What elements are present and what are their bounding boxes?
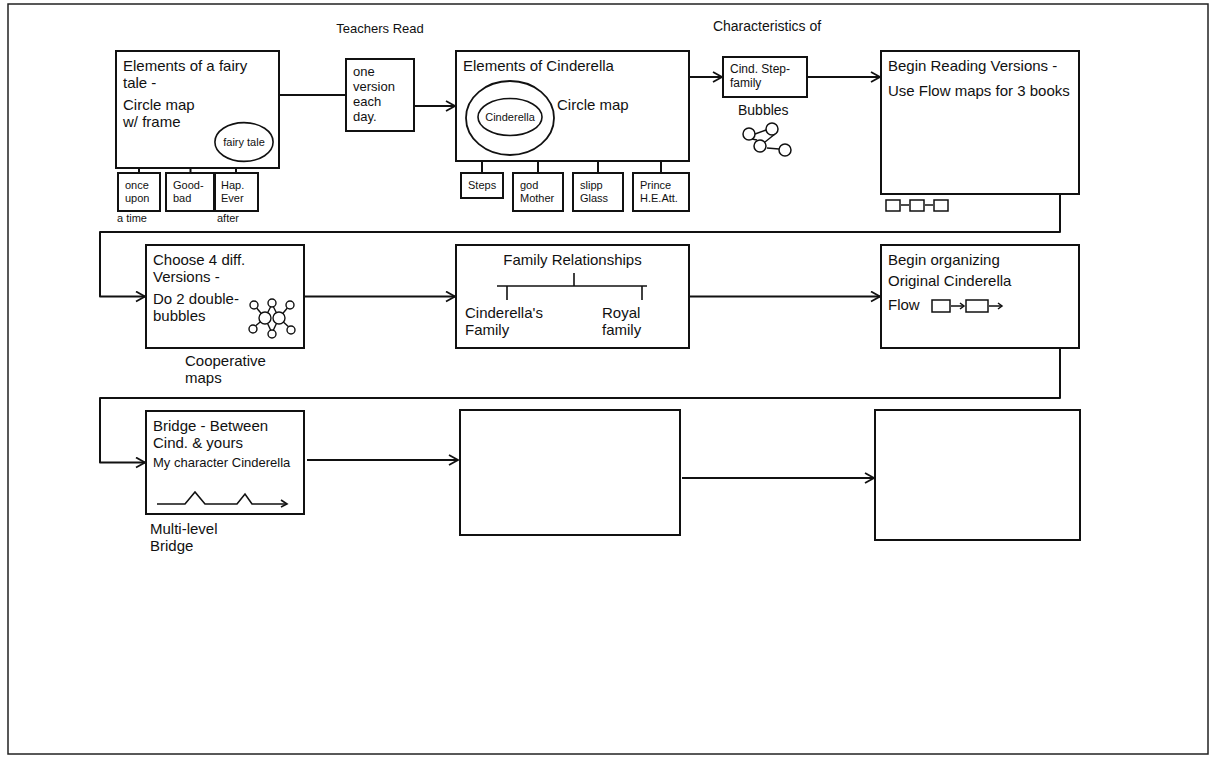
- node-heading: Begin Reading Versions -: [888, 57, 1072, 74]
- node-heading: Elements of a fairy tale -: [123, 57, 272, 92]
- node-heading: Good-bad: [173, 179, 208, 204]
- flow-arrow: [307, 459, 458, 461]
- node-text: Circle map: [557, 96, 647, 113]
- note-box: Teachers Readone version each day.: [345, 58, 415, 132]
- node-heading: Prince H.E.Att.: [640, 179, 682, 204]
- node-text: one version each day.: [353, 65, 407, 125]
- connector-line: [481, 162, 483, 172]
- process-box: Bridge - Between Cind. & yours My charact…: [145, 410, 305, 515]
- node-text: Flow: [888, 296, 920, 313]
- flow-arrow: [682, 477, 874, 479]
- node-text: My character Cinderella: [153, 456, 297, 471]
- process-box: Family RelationshipsCinderella's Family R…: [455, 244, 690, 349]
- node-heading: Family Relationships: [463, 251, 682, 268]
- connector-arrow: [808, 76, 880, 78]
- element-box: Steps: [460, 172, 504, 199]
- bubbles-icon: [743, 123, 791, 156]
- map-caption: Cooperative maps: [185, 352, 285, 387]
- node-text: Cinderella's Family: [465, 304, 570, 339]
- node-heading: Teachers Read: [333, 22, 427, 37]
- node-heading: Hap. Ever: [221, 179, 251, 204]
- connector-arrow: [690, 296, 880, 298]
- connector-line: [537, 162, 539, 172]
- empty-box: [875, 410, 1080, 540]
- node-heading: god Mother: [520, 179, 556, 204]
- connector-arrow: [415, 105, 455, 107]
- node-heading: Characteristics of: [708, 18, 826, 34]
- node-text: after: [217, 212, 239, 225]
- node-heading: Bridge - Between Cind. & yours: [153, 417, 297, 452]
- empty-box: [460, 410, 680, 535]
- node-heading: Choose 4 diff. Versions -: [153, 251, 297, 286]
- connector-arrow: [690, 76, 722, 78]
- node-text: Royal family: [602, 304, 682, 339]
- process-box: Choose 4 diff. Versions - Do 2 double-bub…: [145, 244, 305, 349]
- element-box: Good-bad: [165, 172, 216, 212]
- node-text: Original Cinderella: [888, 272, 1072, 289]
- node-text: Circle map w/ frame: [123, 96, 211, 131]
- node-heading: Begin organizing: [888, 251, 1072, 268]
- element-box: Hap. Everafter: [213, 172, 259, 212]
- node-heading: Steps: [468, 179, 496, 192]
- page-frame: [8, 4, 1208, 754]
- double-bubble-icon: [245, 296, 299, 340]
- flow-map-icon: [930, 297, 1026, 315]
- node-heading: Elements of Cinderella: [463, 57, 682, 74]
- circle-node: Cinderella: [477, 98, 543, 136]
- node-text: a time: [117, 212, 147, 225]
- node-text: Use Flow maps for 3 books: [888, 82, 1072, 99]
- note-box: Characteristics ofCind. Step-family: [722, 56, 808, 98]
- node-heading: slipp Glass: [580, 179, 616, 204]
- element-box: slipp Glass: [572, 172, 624, 212]
- process-box: Elements of CinderellaCircle mapCinderel…: [455, 50, 690, 162]
- connector-line: [597, 162, 599, 172]
- node-heading: Cinderella: [485, 111, 535, 124]
- connector-arrow: [305, 296, 455, 298]
- node-text: Cind. Step-family: [730, 63, 800, 91]
- circle-node: fairy tale: [214, 122, 274, 162]
- process-box: Begin organizingOriginal CinderellaFlow: [880, 244, 1080, 349]
- element-box: god Mother: [512, 172, 564, 212]
- process-box: Elements of a fairy tale - Circle map w/ …: [115, 50, 280, 169]
- icon-caption: Bubbles: [738, 102, 818, 118]
- node-text: Do 2 double-bubbles: [153, 290, 243, 325]
- connector-arrow: [100, 349, 1060, 463]
- process-box: Begin Reading Versions - Use Flow maps fo…: [880, 50, 1080, 195]
- node-heading: once upon: [125, 179, 153, 204]
- node-heading: fairy tale: [223, 136, 265, 149]
- connector-line: [280, 94, 345, 96]
- element-box: Prince H.E.Att.: [632, 172, 690, 212]
- flow-map-icon: [886, 200, 948, 211]
- bridge-map-icon: [155, 489, 295, 507]
- map-caption: Multi-level Bridge: [150, 520, 242, 555]
- connector-line: [660, 162, 662, 172]
- element-box: once upona time: [117, 172, 161, 212]
